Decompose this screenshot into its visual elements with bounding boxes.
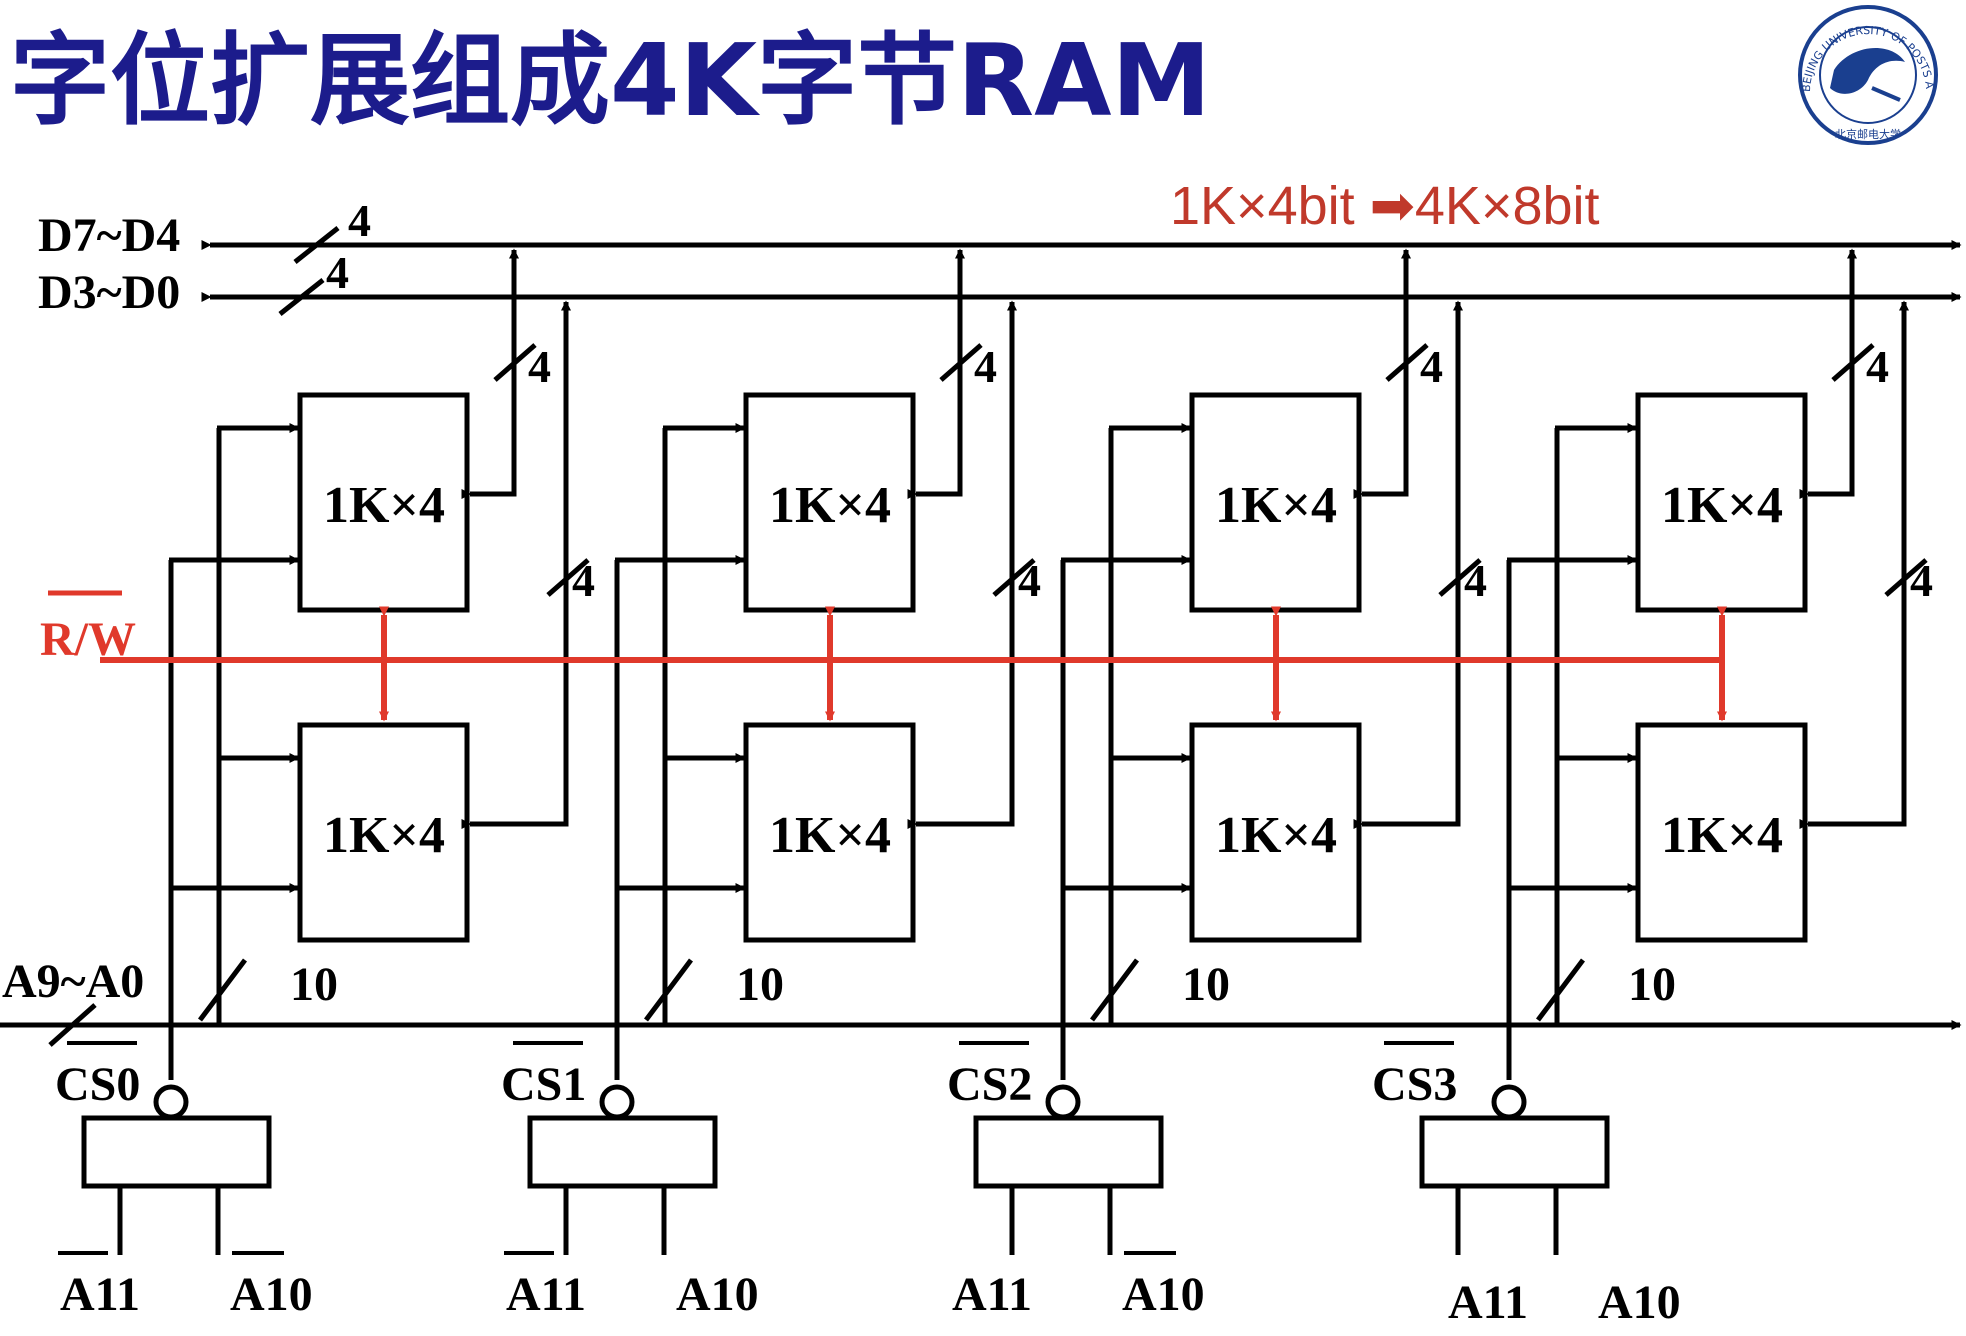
chip-top-3 bbox=[1635, 392, 1808, 613]
address-width-2: 10 bbox=[1182, 958, 1230, 1011]
cs-label-0: CS0 bbox=[55, 1058, 140, 1111]
chip-top-label-2: 1K×4 bbox=[1215, 477, 1337, 534]
bottom-data-slash-0 bbox=[546, 558, 590, 597]
address-width-0: 10 bbox=[290, 958, 338, 1011]
top-data-width-1: 4 bbox=[974, 341, 997, 392]
high-data-bus-label: D7~D4 bbox=[38, 209, 180, 262]
chip-top-label-0: 1K×4 bbox=[323, 477, 445, 534]
a10-label-2: A10 bbox=[1122, 1268, 1205, 1321]
chip-bottom-3 bbox=[1635, 722, 1808, 943]
chip-bottom-label-0: 1K×4 bbox=[323, 807, 445, 864]
address-width-1: 10 bbox=[736, 958, 784, 1011]
bottom-data-width-1: 4 bbox=[1018, 555, 1041, 606]
chip-bottom-label-3: 1K×4 bbox=[1661, 807, 1783, 864]
address-slash-0 bbox=[198, 958, 247, 1022]
decoder-bubble-0 bbox=[153, 1084, 189, 1120]
low-data-bus-slash bbox=[278, 278, 325, 316]
low-data-bus-width: 4 bbox=[326, 247, 349, 298]
decoder-bubble-2 bbox=[1045, 1084, 1081, 1120]
seal-inner-text: 北京邮电大学 bbox=[1835, 127, 1901, 141]
decoder-gate-2 bbox=[973, 1115, 1164, 1189]
chip-top-label-1: 1K×4 bbox=[769, 477, 891, 534]
chip-bottom-2 bbox=[1189, 722, 1362, 943]
chip-bottom-label-1: 1K×4 bbox=[769, 807, 891, 864]
decoder-gate-1 bbox=[527, 1115, 718, 1189]
conversion-note: 1K×4bit ➡4K×8bit bbox=[1170, 176, 1600, 236]
bottom-data-width-2: 4 bbox=[1464, 555, 1487, 606]
decoder-bubble-3 bbox=[1491, 1084, 1527, 1120]
chip-bottom-1 bbox=[743, 722, 916, 943]
rw-links bbox=[379, 606, 1727, 722]
bottom-data-link-2 bbox=[1353, 300, 1463, 829]
high-data-bus-width: 4 bbox=[348, 195, 371, 246]
bottom-data-link-3 bbox=[1799, 300, 1909, 829]
chip-top-label-3: 1K×4 bbox=[1661, 477, 1783, 534]
address-width-3: 10 bbox=[1628, 958, 1676, 1011]
top-data-width-3: 4 bbox=[1866, 341, 1889, 392]
bottom-data-width-0: 4 bbox=[572, 555, 595, 606]
address-slash-1 bbox=[644, 958, 693, 1022]
address-slash-2 bbox=[1090, 958, 1139, 1022]
bottom-data-width-3: 4 bbox=[1910, 555, 1933, 606]
bottom-data-link-1 bbox=[907, 300, 1017, 829]
cs-label-2: CS2 bbox=[947, 1058, 1032, 1111]
low-data-bus-label: D3~D0 bbox=[38, 266, 180, 319]
chip-bottom-label-2: 1K×4 bbox=[1215, 807, 1337, 864]
decoder-gate-3 bbox=[1419, 1115, 1610, 1189]
address-bus-label: A9~A0 bbox=[2, 955, 144, 1008]
decoder-bubble-1 bbox=[599, 1084, 635, 1120]
high-data-bus-slash bbox=[293, 226, 340, 264]
a10-label-3: A10 bbox=[1598, 1276, 1681, 1329]
address-slash-3 bbox=[1536, 958, 1585, 1022]
address-bus-slash bbox=[48, 1003, 97, 1047]
a11-label-3: A11 bbox=[1448, 1276, 1528, 1329]
bottom-data-slash-1 bbox=[992, 558, 1036, 597]
bottom-data-slash-3 bbox=[1884, 558, 1928, 597]
bottom-data-slash-2 bbox=[1438, 558, 1482, 597]
cs-label-3: CS3 bbox=[1372, 1058, 1457, 1111]
top-data-width-2: 4 bbox=[1420, 341, 1443, 392]
top-data-width-0: 4 bbox=[528, 341, 551, 392]
a10-label-1: A10 bbox=[676, 1268, 759, 1321]
page-title: 字位扩展组成4K字节RAM bbox=[10, 22, 1211, 139]
seal-bird-emblem bbox=[1830, 48, 1905, 94]
a11-label-2: A11 bbox=[952, 1268, 1032, 1321]
decoder-gate-0 bbox=[81, 1115, 272, 1189]
a11-label-1: A11 bbox=[506, 1268, 586, 1321]
a11-label-0: A11 bbox=[60, 1268, 140, 1321]
chip-top-2 bbox=[1189, 392, 1362, 613]
bottom-data-link-0 bbox=[461, 300, 571, 829]
chip-bottom-0 bbox=[297, 722, 470, 943]
a10-label-0: A10 bbox=[230, 1268, 313, 1321]
cs-label-1: CS1 bbox=[501, 1058, 586, 1111]
